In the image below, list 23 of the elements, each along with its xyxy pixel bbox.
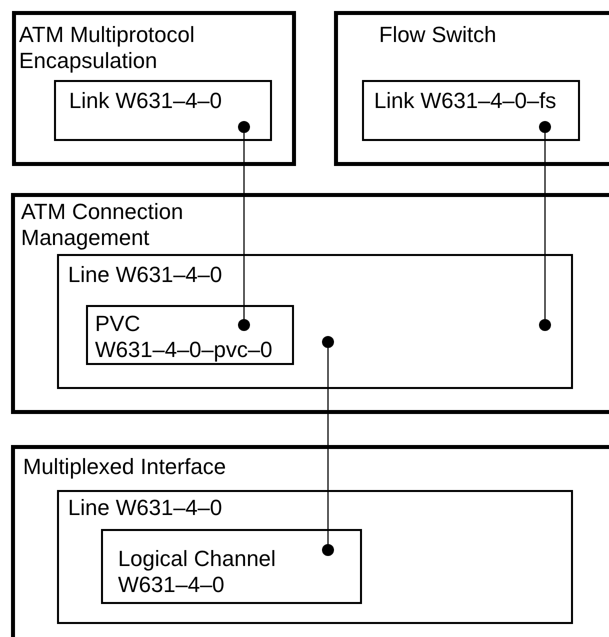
connector-line (243, 133, 245, 319)
component-box (54, 80, 272, 141)
box-title: Link W631–4–0–fs (374, 88, 556, 114)
box-title: Link W631–4–0 (69, 88, 222, 114)
box-title: ATM Connection Management (21, 199, 184, 251)
component-box (57, 490, 573, 624)
box-title: Line W631–4–0 (68, 495, 222, 521)
module-box (11, 445, 609, 637)
box-title: ATM Multiprotocol Encapsulation (19, 22, 196, 74)
box-title: Flow Switch (379, 22, 496, 48)
module-box (11, 193, 609, 414)
connector-line (544, 133, 546, 319)
component-box (362, 80, 580, 141)
component-box (101, 529, 362, 604)
component-box (86, 305, 294, 365)
connector-line (327, 348, 329, 544)
module-box (12, 11, 296, 166)
box-title: PVC W631–4–0–pvc–0 (95, 311, 274, 363)
box-title: Multiplexed Interface (23, 454, 226, 480)
box-title: Line W631–4–0 (68, 262, 222, 288)
component-box (57, 254, 573, 389)
box-title: Logical Channel W631–4–0 (118, 546, 277, 598)
module-box (334, 11, 609, 166)
